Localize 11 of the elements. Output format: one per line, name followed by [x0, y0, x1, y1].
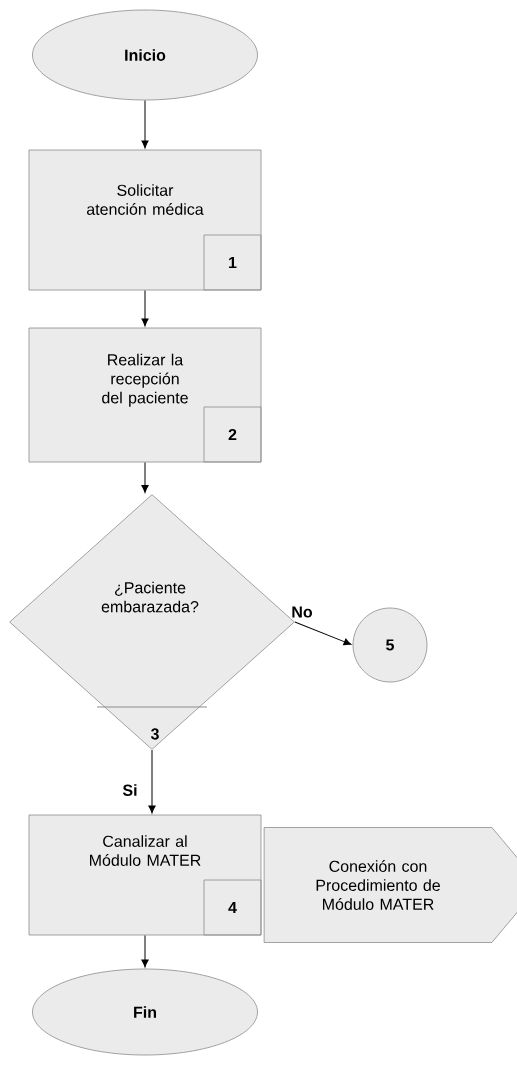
arrow: [294, 621, 352, 646]
connector-pentagon: Conexión con Procedimiento de Módulo MATER: [263, 827, 517, 943]
step-number-box: 1: [203, 234, 262, 291]
step-number-box: 4: [203, 879, 262, 936]
step-number-box: 2: [203, 406, 262, 463]
arrow: [141, 934, 149, 968]
arrow: [141, 289, 149, 327]
arrow: [141, 461, 149, 493]
arrow: [141, 99, 149, 149]
arrow: [148, 749, 156, 814]
edge-label: Si: [121, 783, 139, 797]
